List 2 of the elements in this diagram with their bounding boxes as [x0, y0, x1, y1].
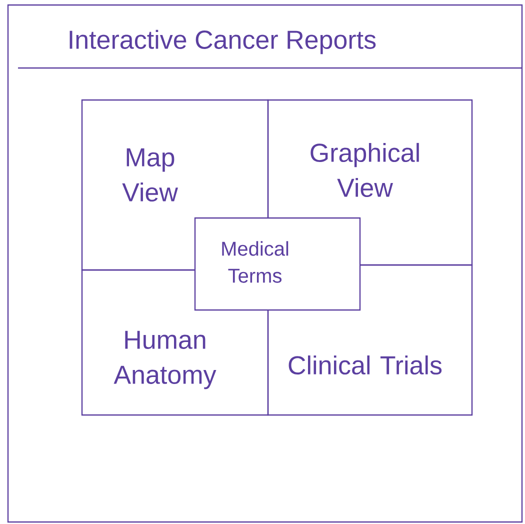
page-title: Interactive Cancer Reports	[70, 30, 376, 54]
term-box: Medical Terms	[194, 217, 361, 311]
